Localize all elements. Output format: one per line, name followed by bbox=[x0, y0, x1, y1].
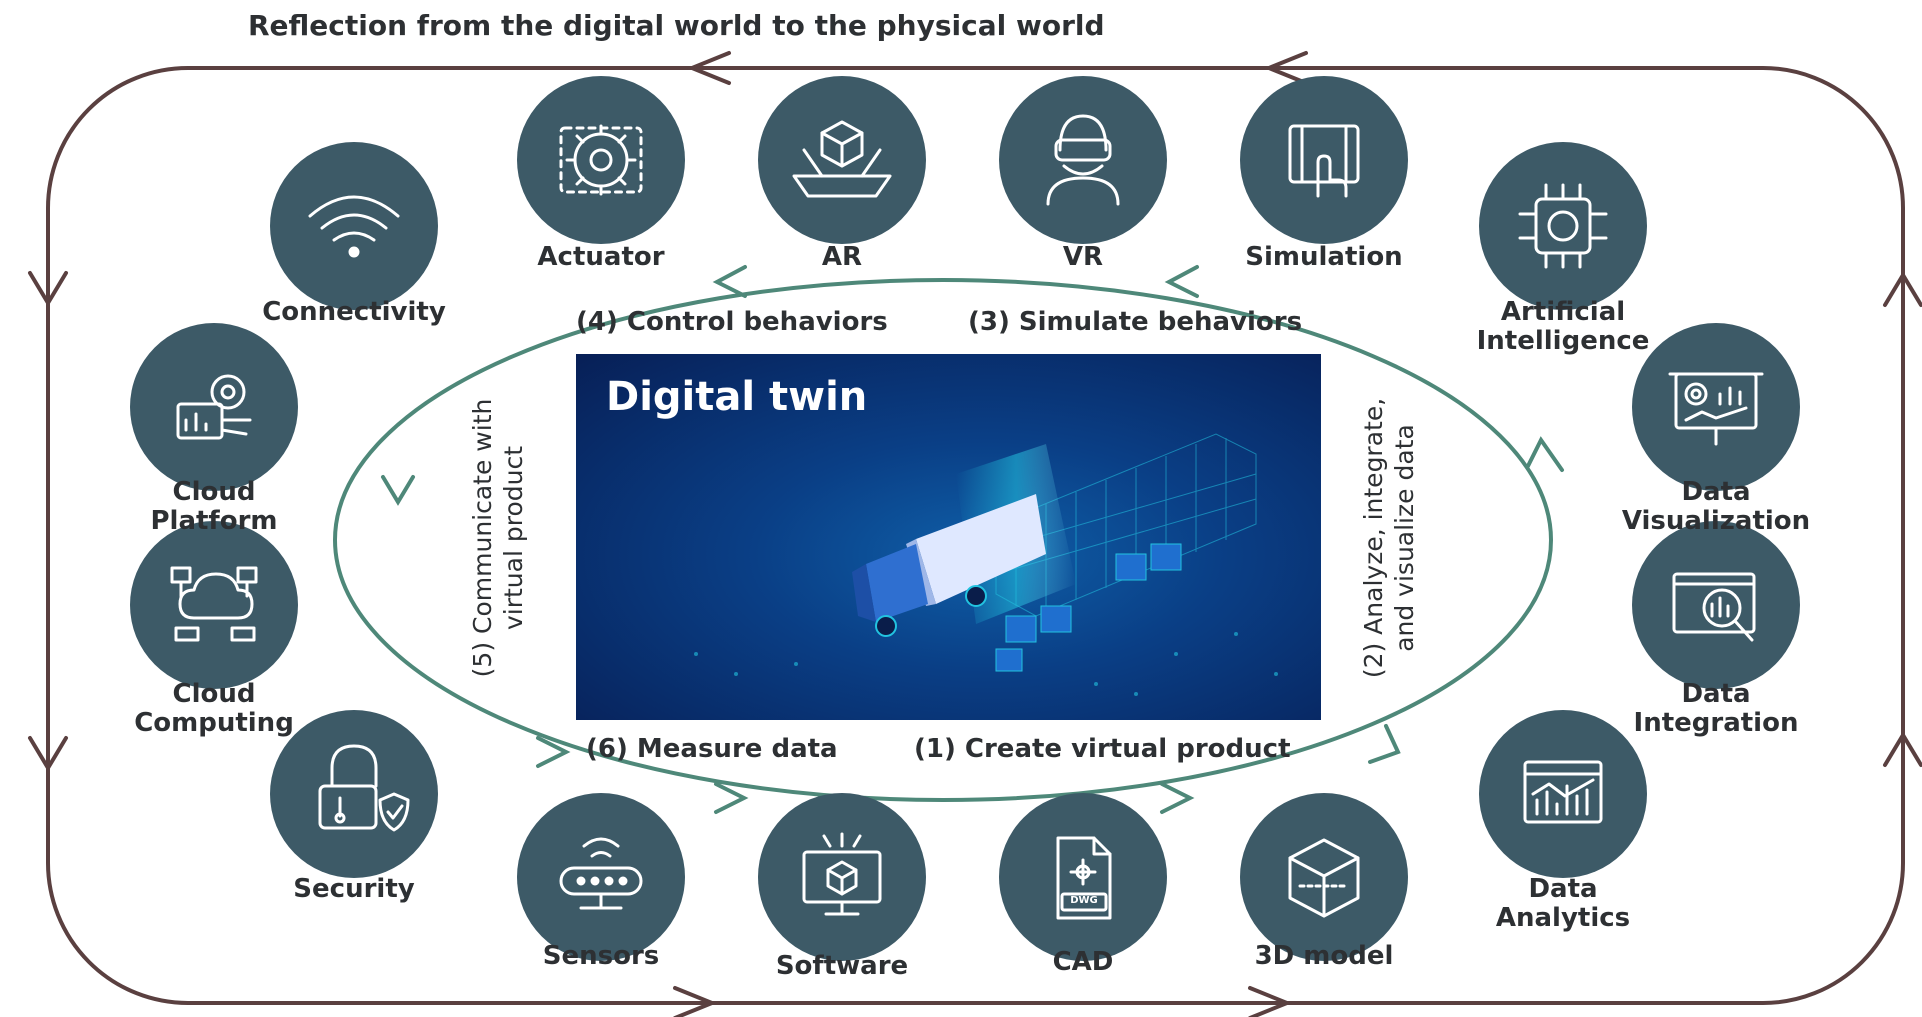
data-integration-label-line-1: Data bbox=[1681, 679, 1751, 709]
cad-file-icon bbox=[1056, 836, 1112, 920]
software-label: Software bbox=[775, 951, 909, 981]
inner-arrow-8 bbox=[1526, 436, 1564, 472]
inner-arrow-5 bbox=[714, 782, 749, 814]
sensors-label: Sensors bbox=[542, 941, 660, 971]
inner-loop bbox=[333, 278, 1553, 802]
outer-arrow-bottom-1 bbox=[673, 986, 718, 1017]
data-visualization-circle bbox=[1632, 323, 1800, 491]
cloud-computing-circle bbox=[130, 521, 298, 689]
vr-label: VR bbox=[1062, 242, 1104, 272]
inner-loop-arrows bbox=[381, 265, 1564, 814]
inner-arrow-3 bbox=[381, 475, 415, 506]
security-label: Security bbox=[293, 874, 415, 904]
actuator-icon bbox=[559, 124, 643, 196]
data-integration-circle bbox=[1632, 521, 1800, 689]
simulation-icon bbox=[1288, 124, 1360, 198]
step-simulate-behaviors: (3) Simulate behaviors bbox=[968, 307, 1303, 337]
outer-arrow-right-1 bbox=[1883, 271, 1922, 307]
ai-label: Artificial Intelligence bbox=[1443, 297, 1683, 357]
outer-arrow-top-1 bbox=[686, 51, 731, 85]
lock-icon bbox=[318, 744, 410, 832]
data-integration-label: Data Integration bbox=[1606, 679, 1826, 739]
outer-arrow-bottom-2 bbox=[1248, 986, 1293, 1017]
ai-label-line-2: Intelligence bbox=[1476, 326, 1650, 357]
cloud-network-icon bbox=[170, 566, 258, 642]
step-communicate: (5) Communicate with virtual product bbox=[467, 399, 530, 678]
software-icon bbox=[802, 832, 882, 916]
cloud-computing-label: Cloud Computing bbox=[104, 679, 324, 739]
cad-badge-text: DWG bbox=[1070, 895, 1098, 906]
magnifier-chart-icon bbox=[1672, 572, 1756, 642]
data-analytics-label-line-2: Analytics bbox=[1495, 903, 1631, 934]
analytics-chart-icon bbox=[1523, 760, 1603, 824]
data-integration-label-line-2: Integration bbox=[1633, 708, 1799, 739]
truck-illustration bbox=[694, 433, 1278, 696]
cloud-platform-circle bbox=[130, 323, 298, 491]
inner-arrow-7 bbox=[1368, 724, 1401, 764]
cloud-platform-label: Cloud Platform bbox=[114, 477, 314, 537]
security-circle bbox=[270, 710, 438, 878]
step-analyze-line-2: and visualize data bbox=[1390, 424, 1419, 652]
cloud-platform-label-line-2: Platform bbox=[150, 506, 278, 537]
step-communicate-line-2: virtual product bbox=[499, 445, 528, 631]
cloud-platform-label-line-1: Cloud bbox=[172, 477, 256, 507]
step-measure-data: (6) Measure data bbox=[586, 734, 838, 764]
ar-label: AR bbox=[821, 242, 863, 272]
top-title: Reflection from the digital world to the… bbox=[248, 9, 1105, 42]
3d-cube-icon bbox=[1288, 838, 1360, 918]
sensor-icon bbox=[559, 837, 643, 910]
simulation-circle bbox=[1240, 76, 1408, 244]
cloud-platform-icon bbox=[176, 374, 252, 440]
outer-arrow-top-2 bbox=[1263, 51, 1308, 85]
actuator-label: Actuator bbox=[537, 242, 665, 272]
vr-icon bbox=[1046, 114, 1120, 206]
actuator-circle bbox=[517, 76, 685, 244]
3d-model-label: 3D model bbox=[1254, 941, 1394, 971]
simulation-label: Simulation bbox=[1245, 242, 1403, 272]
data-visualization-label-line-2: Visualization bbox=[1621, 506, 1811, 537]
cloud-computing-label-line-1: Cloud bbox=[172, 679, 256, 709]
outer-loop bbox=[46, 66, 1905, 1005]
data-visualization-label-line-1: Data bbox=[1681, 477, 1751, 507]
digital-twin-title: Digital twin bbox=[606, 374, 868, 420]
outer-arrow-right-2 bbox=[1883, 731, 1922, 767]
step-analyze-line-1: (2) Analyze, integrate, bbox=[1358, 397, 1388, 679]
node-circles bbox=[130, 76, 1800, 961]
step-analyze: (2) Analyze, integrate, and visualize da… bbox=[1358, 398, 1421, 678]
ar-icon bbox=[792, 120, 892, 198]
ai-circle bbox=[1479, 142, 1647, 310]
step-control-behaviors: (4) Control behaviors bbox=[576, 307, 888, 337]
digital-twin-panel: Digital twin bbox=[576, 354, 1321, 720]
ai-chip-icon bbox=[1518, 183, 1608, 269]
step-create-virtual-product: (1) Create virtual product bbox=[914, 734, 1291, 764]
wifi-icon bbox=[308, 195, 400, 258]
inner-arrow-6 bbox=[1160, 782, 1195, 814]
connectivity-label: Connectivity bbox=[262, 297, 446, 327]
outer-arrow-left-1 bbox=[28, 271, 68, 307]
connectivity-circle bbox=[270, 142, 438, 310]
data-analytics-label-line-1: Data bbox=[1528, 874, 1598, 904]
inner-arrow-2 bbox=[1164, 265, 1199, 298]
ai-label-line-1: Artificial bbox=[1500, 297, 1626, 327]
data-visualization-label: Data Visualization bbox=[1596, 477, 1836, 537]
outer-loop-arrows bbox=[28, 51, 1922, 1017]
presentation-chart-icon bbox=[1668, 372, 1764, 446]
outer-arrow-left-2 bbox=[28, 736, 68, 772]
data-analytics-label: Data Analytics bbox=[1463, 874, 1663, 934]
step-communicate-line-1: (5) Communicate with bbox=[467, 398, 497, 678]
sensors-circle bbox=[517, 793, 685, 961]
cloud-computing-label-line-2: Computing bbox=[134, 708, 294, 739]
cad-label: CAD bbox=[1052, 947, 1114, 977]
inner-arrow-4 bbox=[536, 736, 571, 768]
inner-arrow-1 bbox=[712, 265, 747, 298]
